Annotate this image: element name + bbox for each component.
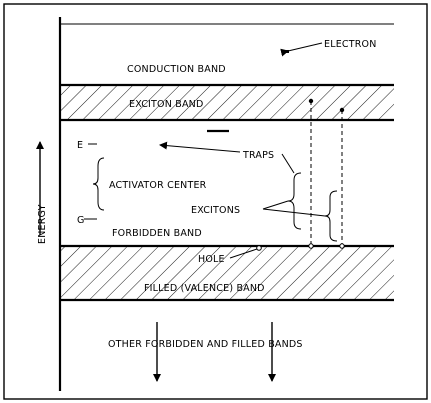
filled-band: [60, 246, 394, 300]
exciton-band-label: EXCITON BAND: [129, 99, 204, 110]
e-level-label: E: [77, 140, 83, 151]
exciton-electron-1: [308, 98, 314, 104]
hole-dot: [256, 245, 262, 251]
conduction-band-label: CONDUCTION BAND: [127, 64, 226, 75]
traps-label: TRAPS: [242, 150, 274, 161]
traps-pointer-right: [281, 153, 295, 174]
other-bands-label: OTHER FORBIDDEN AND FILLED BANDS: [108, 339, 303, 350]
excitons-label: EXCITONS: [191, 205, 240, 216]
exciton-band: [60, 85, 394, 120]
excitons-connector-2: [262, 208, 326, 217]
excitons-connector-1: [262, 200, 289, 210]
g-level-label: G: [77, 215, 85, 226]
hole-pointer: [229, 248, 258, 259]
hole-label: HOLE: [198, 254, 225, 265]
electron-dot: [285, 50, 289, 53]
activator-center-brace: [92, 157, 105, 211]
traps-pointer-left: [159, 141, 241, 153]
excitons-brace-right: [324, 190, 338, 242]
electron-pointer: [280, 42, 323, 57]
electron-label: ELECTRON: [324, 39, 377, 50]
activator-center-label: ACTIVATOR CENTER: [109, 180, 207, 191]
forbidden-band-label: FORBIDDEN BAND: [112, 228, 202, 239]
exciton-electron-2: [339, 107, 345, 113]
excitons-brace-left: [287, 172, 302, 230]
outer-frame: [3, 3, 428, 400]
filled-band-label: FILLED (VALENCE) BAND: [144, 283, 265, 294]
energy-axis-label: ENERGY: [37, 204, 48, 244]
exciton-hole-2: [339, 243, 345, 249]
exciton-hole-1: [308, 243, 314, 249]
